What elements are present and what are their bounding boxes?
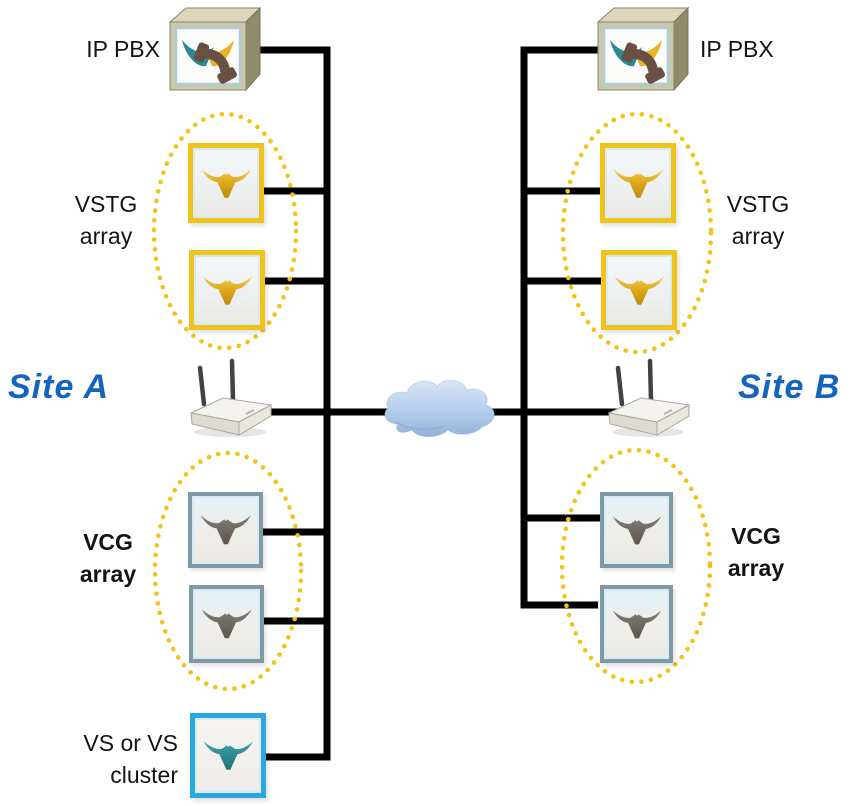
vcg-array-b-ellipse bbox=[559, 447, 713, 685]
site-b-trunk-lines bbox=[520, 46, 602, 609]
antenna-icon bbox=[229, 358, 236, 403]
phone-handset-icon bbox=[193, 42, 238, 84]
v-logo-teal-icon bbox=[203, 741, 253, 770]
vstg-array-a-label: VSTG array bbox=[74, 191, 138, 250]
v-logo-gray-icon bbox=[612, 609, 661, 639]
wireless-router-icon bbox=[607, 358, 691, 437]
vcg-array-a-label: VCG array bbox=[79, 529, 137, 588]
vstg-device-b1 bbox=[600, 143, 676, 223]
ip-pbx-a-label: IP PBX bbox=[86, 36, 160, 62]
wireless-router-icon bbox=[189, 358, 273, 437]
antenna-icon bbox=[615, 365, 625, 407]
antenna-icon bbox=[197, 365, 207, 407]
pbx-chassis-icon bbox=[168, 6, 262, 92]
pbx-logo-icon bbox=[610, 40, 666, 84]
vs-device bbox=[190, 713, 266, 798]
ip-pbx-b-label: IP PBX bbox=[700, 36, 774, 62]
vstg-array-b-label: VSTG array bbox=[726, 191, 790, 250]
pbx-logo-icon bbox=[182, 40, 238, 84]
v-logo-gray-icon bbox=[200, 515, 251, 545]
v-logo-gold-icon bbox=[202, 275, 252, 305]
vcg-device-b2 bbox=[600, 585, 673, 663]
vstg-device-a1 bbox=[188, 143, 264, 223]
trunk-b-line bbox=[520, 46, 598, 609]
site-a-trunk-lines bbox=[248, 46, 331, 761]
pbx-chassis-icon bbox=[596, 6, 690, 92]
site-b-title: Site B bbox=[738, 368, 841, 406]
vs-cluster-label: VS or VS cluster bbox=[83, 730, 178, 789]
vstg-device-a2 bbox=[189, 250, 265, 330]
v-logo-gray-icon bbox=[612, 515, 661, 545]
phone-handset-icon bbox=[621, 42, 666, 84]
cloud-icon bbox=[384, 379, 495, 438]
v-logo-gold-icon bbox=[201, 168, 251, 198]
trunk-a-line bbox=[248, 46, 331, 761]
vcg-device-a2 bbox=[189, 585, 264, 663]
vcg-device-b1 bbox=[600, 492, 673, 568]
vstg-array-b-ellipse bbox=[560, 111, 714, 355]
vcg-array-b-label: VCG array bbox=[727, 523, 785, 582]
vcg-array-a-ellipse bbox=[152, 450, 304, 692]
v-logo-gold-icon bbox=[614, 275, 664, 305]
site-a-title: Site A bbox=[8, 368, 110, 406]
vcg-device-a1 bbox=[188, 492, 263, 568]
antenna-icon bbox=[647, 358, 654, 403]
v-logo-gold-icon bbox=[613, 168, 663, 198]
vstg-array-a-ellipse bbox=[151, 111, 299, 351]
v-logo-gray-icon bbox=[201, 609, 252, 639]
vstg-device-b2 bbox=[601, 250, 677, 330]
